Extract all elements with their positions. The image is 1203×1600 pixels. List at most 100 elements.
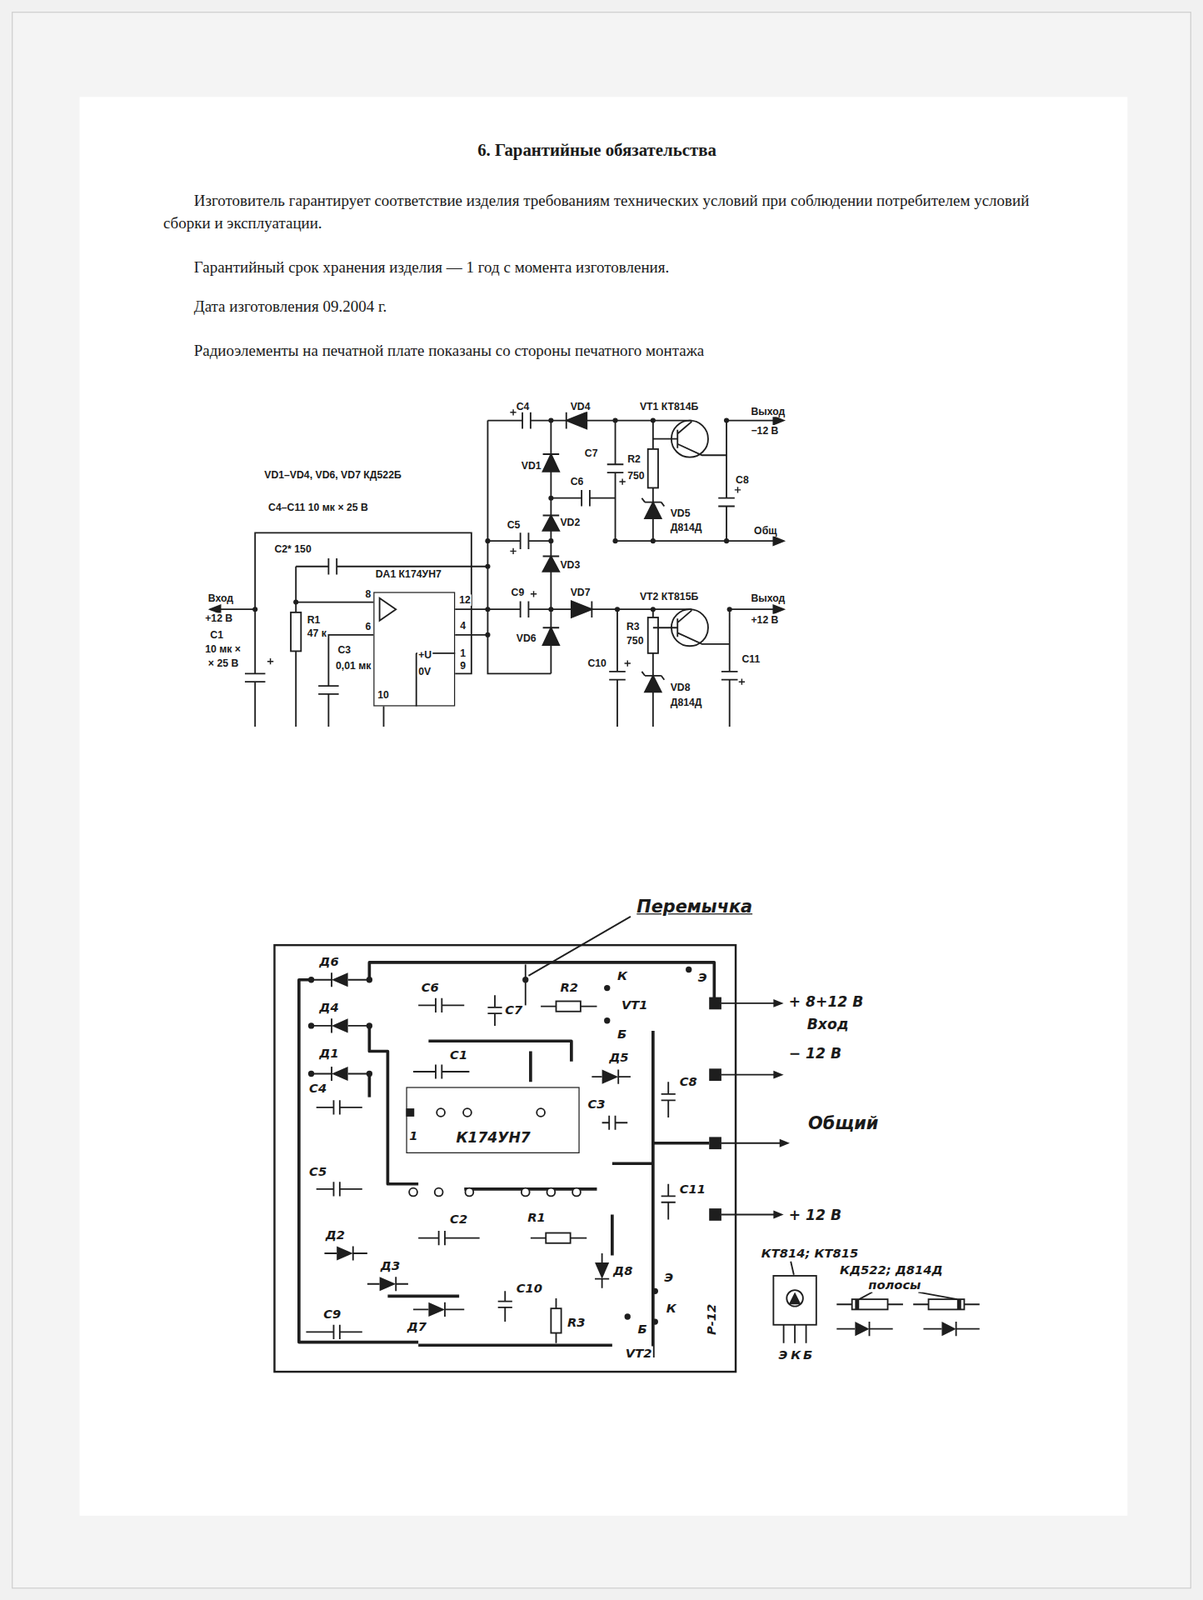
pcb-label: VT2 [624,1345,654,1360]
part-label: VD4 [569,400,591,412]
part-label: +12 В [204,612,234,624]
pcb-label: К [616,968,629,983]
part-label: Выход [749,592,786,604]
part-label: VD1–VD4, VD6, VD7 КД522Б [263,469,403,480]
pcb-label: К [789,1347,802,1363]
pcb-label: полосы [867,1277,923,1292]
pcb-label: Д1 [318,1045,340,1060]
part-label: 6 [364,620,372,632]
part-label: Д814Д [668,696,703,708]
pcb-pads [308,966,962,1336]
part-label: VD8 [668,681,691,693]
pcb-label: Э [663,1270,674,1285]
part-label: C8 [734,474,750,485]
board-marking: Р-12 [703,1302,719,1336]
part-label: VD3 [559,559,581,570]
chip-outline: 1К174УН7 [405,1086,580,1154]
chip-name: DA1 К174УН7 [374,568,443,580]
part-label: 8 [364,588,372,600]
pcb-label: R2 [559,980,580,995]
pcb-label: Д2 [324,1227,346,1242]
part-label: C4 [515,400,531,412]
pcb-label: Д8 [612,1262,634,1278]
part-label: Общ [753,524,779,536]
part-label: 750 [626,469,646,481]
part-label: C4–C11 10 мк × 25 В [267,501,370,513]
pcb-label: Д4 [318,999,340,1014]
pcb-label: Б [616,1026,629,1041]
part-label: 10 мк × [204,643,242,654]
body-text: Изготовитель гарантирует соответствие из… [163,189,1039,235]
part-label: Выход [749,405,786,417]
part-label: C1 [209,628,225,640]
part-label: R2 [626,453,642,465]
part-label: 10 [376,688,390,700]
part-label: VD6 [515,632,538,644]
part-label: VT2 КТ815Б [638,590,700,602]
part-label: VD5 [668,507,691,519]
part-label: C5 [505,519,521,530]
paper-sheet [79,96,1129,1515]
pcb-label: Э [777,1347,789,1363]
pcb-label: R3 [566,1315,587,1330]
chip-holes [409,1108,581,1196]
pcb-label: Б [802,1347,814,1363]
pcb-label: С5 [308,1163,328,1179]
pcb-label: Д3 [379,1257,402,1273]
pcb-label: С11 [678,1181,707,1196]
pcb-components [305,916,979,1343]
body-text: Радиоэлементы на печатной плате показаны… [194,341,705,360]
circuit-schematic [209,409,784,727]
pin-label: 0V [417,665,432,677]
part-label: VD1 [520,459,543,471]
part-label: 12 [458,594,472,605]
pcb-label: КТ814; КТ815 [759,1245,859,1260]
part-label: −12 В [749,424,779,436]
pcb-label: Э [697,970,709,985]
part-label: 0,01 мк [334,659,373,671]
part-label: C6 [569,475,585,487]
part-label: R1 [305,613,321,625]
part-label: VD7 [569,586,591,598]
pcb-label: R1 [526,1210,547,1225]
part-label: 47 к [305,627,328,639]
terminal-label: − 12 В [788,1044,844,1062]
part-label: C11 [740,653,761,664]
callout-label: Перемычка [634,895,755,916]
terminal-label: Вход [806,1015,850,1033]
part-label: +12 В [749,613,779,625]
part-label: VT1 КТ814Б [638,400,700,412]
part-label: 4 [459,619,467,631]
pcb-label: К [665,1301,678,1316]
part-label: C2* 150 [273,543,313,555]
part-label: C9 [509,586,525,598]
pcb-label: Б [636,1321,649,1336]
pcb-traces [299,962,714,1358]
pcb-label: С7 [504,1003,524,1018]
pcb-label: Д5 [608,1049,630,1064]
pcb-label: С4 [308,1080,328,1095]
pcb-label: Д6 [318,953,340,969]
pcb-label: Д7 [405,1319,428,1334]
pcb-label: КД522; Д814Д [838,1262,944,1277]
part-label: 1 [459,647,467,659]
pcb-label: С1 [449,1048,469,1063]
pcb-label: С6 [420,980,440,995]
terminal-label: + 8+12 В [788,993,865,1010]
pcb-label: С10 [515,1280,545,1295]
pcb-label: С9 [322,1307,342,1322]
part-label: C7 [584,447,600,459]
pcb-label: С8 [678,1074,698,1089]
terminal-label: + 12 В [788,1206,844,1223]
pin-number: 1 [408,1128,420,1144]
part-label: 9 [459,659,467,671]
part-label: × 25 В [207,657,240,669]
terminal-label: Общий [806,1112,881,1133]
part-label: VD2 [559,516,581,528]
junction-dots [252,418,733,638]
scan-frame [12,12,1192,1588]
pcb-label: С3 [586,1097,606,1112]
part-label: R3 [625,620,641,632]
